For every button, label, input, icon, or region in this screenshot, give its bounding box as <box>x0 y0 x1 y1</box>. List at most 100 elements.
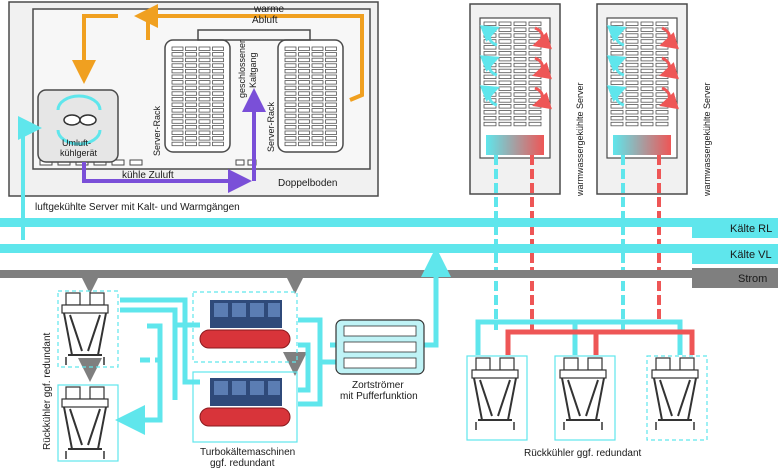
rack-slot <box>325 63 337 68</box>
rack-slot <box>625 21 639 26</box>
rack-slot <box>311 102 324 107</box>
cooler-part <box>65 292 81 306</box>
return-line <box>0 218 692 227</box>
return-line-tag <box>692 218 778 238</box>
water-rack-1-label: warmwassergekühlte Server <box>575 82 585 197</box>
cooler-part <box>471 369 519 379</box>
rack-slot <box>483 74 497 79</box>
rack-slot <box>640 57 654 62</box>
rack-slot <box>483 110 497 115</box>
cooler-part <box>475 357 491 371</box>
rack-slots <box>284 46 337 147</box>
rack-slot <box>284 113 297 119</box>
rack-slot <box>625 116 639 121</box>
server-rack-right <box>277 39 344 153</box>
cold-aisle-label-line1: geschlossener <box>237 40 247 98</box>
rack-slot <box>640 92 654 97</box>
rack-slot <box>325 80 337 85</box>
rack-slot <box>311 141 324 147</box>
rack-slot <box>311 63 324 68</box>
rack-slot <box>625 39 639 44</box>
rack-slot <box>513 86 527 91</box>
rack-slot <box>185 119 197 124</box>
rack-slot <box>198 91 211 96</box>
rack-slot <box>198 136 211 141</box>
rack-slot <box>284 46 297 51</box>
rack-slot <box>610 121 624 127</box>
rack-slot <box>298 80 310 85</box>
rack-slot <box>528 116 542 121</box>
cooler-part <box>563 422 603 430</box>
header-lines: Kälte RL Kälte VL Strom <box>0 218 778 288</box>
rack-slot <box>640 74 654 79</box>
rack-slot <box>610 116 624 121</box>
flow-line <box>0 244 692 253</box>
rack-slot <box>513 51 527 56</box>
turbo-chiller-icon <box>192 291 298 363</box>
rack-slot <box>298 130 310 135</box>
rack-slot <box>498 27 512 32</box>
cooler-part <box>655 422 695 430</box>
rack-slot <box>284 136 297 141</box>
rack-slot <box>311 125 324 130</box>
supply-label: kühle Zuluft <box>122 170 174 181</box>
rack-slot <box>498 121 512 127</box>
rack-slot <box>198 46 211 51</box>
rack-slot <box>198 57 211 63</box>
rack-slot <box>311 57 324 63</box>
rack-slot <box>298 125 310 130</box>
rack-slot <box>325 52 337 57</box>
rack-slot <box>298 113 310 119</box>
dry-cooler-icon <box>61 386 109 459</box>
dry-cooler-icon <box>559 357 607 430</box>
rack-label-right: Server-Rack <box>266 101 276 152</box>
cooler-part <box>61 304 109 314</box>
rack-slot <box>513 21 527 26</box>
rack-slot <box>483 51 497 56</box>
chillers-label-line2: ggf. redundant <box>210 458 275 469</box>
rack-slot <box>171 80 184 85</box>
cooler-part <box>653 377 697 421</box>
rack-slot <box>625 86 639 91</box>
rack-slot <box>171 119 184 124</box>
rack-slot <box>640 80 654 85</box>
rack-slot <box>212 136 224 141</box>
rack-slot <box>513 116 527 121</box>
rack-slot <box>625 33 639 38</box>
rack-slot <box>284 130 297 135</box>
rack-slot <box>284 63 297 68</box>
rack-slot <box>625 80 639 85</box>
rack-slot <box>498 104 512 109</box>
power-line <box>0 270 692 278</box>
rack-slot <box>625 98 639 103</box>
rack-slot <box>610 110 624 115</box>
rack-slot <box>284 125 297 130</box>
rack-slot <box>483 116 497 121</box>
rack-slot <box>185 91 197 96</box>
rack-slot <box>311 80 324 85</box>
cooler-part <box>63 312 107 356</box>
rack-slot <box>185 113 197 119</box>
rack-slot <box>655 110 669 115</box>
rack-slot <box>171 130 184 135</box>
cooler-part <box>65 386 81 400</box>
rack-slot <box>640 51 654 56</box>
rack-slot <box>311 130 324 135</box>
rack-slot <box>498 110 512 115</box>
cooler-part <box>563 357 579 371</box>
cooler-part <box>559 369 607 379</box>
rack-slot <box>528 74 542 79</box>
rack-slot <box>513 110 527 115</box>
rack-slot <box>325 69 337 74</box>
cooler-frame <box>466 355 528 441</box>
rack-slot <box>640 86 654 91</box>
rack-slot <box>298 108 310 113</box>
rack-slot <box>284 97 297 102</box>
rack-slot <box>528 51 542 56</box>
rack-slot <box>198 97 211 102</box>
rack-slot <box>325 141 337 147</box>
rack-slot <box>311 136 324 141</box>
rack-slot <box>284 102 297 107</box>
rack-slot <box>325 113 337 119</box>
cooler-frame <box>554 355 616 441</box>
